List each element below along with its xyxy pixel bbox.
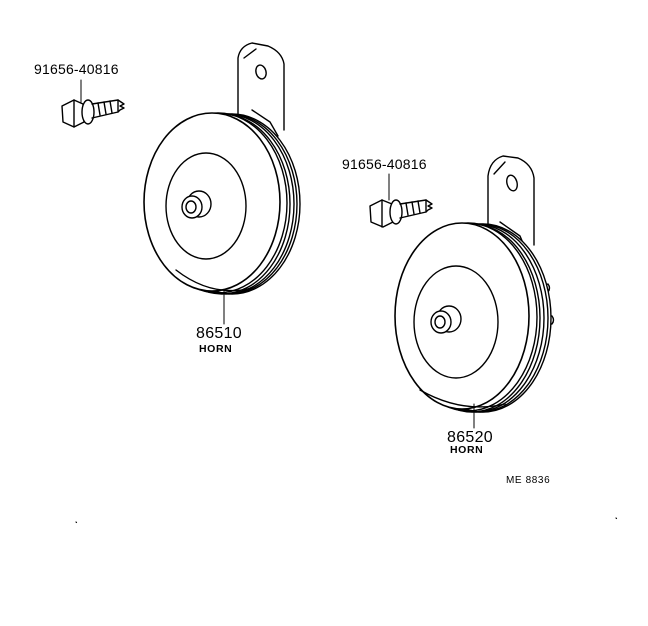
leader-lines (80, 79, 475, 429)
horn-86520-bracket (487, 155, 535, 251)
horn-86510-part-number: 86510 (196, 325, 242, 342)
bolt-left-part-number: 91656-40816 (34, 61, 119, 77)
bolt-right-part-number: 91656-40816 (342, 156, 427, 172)
horn-86510-bracket (237, 42, 285, 137)
scan-specks (75, 517, 618, 524)
horn-86510-name: HORN (199, 343, 233, 355)
figure-code: ME 8836 (506, 475, 551, 486)
horn-86510 (143, 42, 301, 295)
horn-86520-part-number: 86520 (447, 429, 493, 446)
horn-86520-name: HORN (450, 444, 484, 456)
horn-86520 (394, 155, 555, 413)
bolt-right (369, 199, 433, 228)
bolt-left (61, 99, 125, 128)
